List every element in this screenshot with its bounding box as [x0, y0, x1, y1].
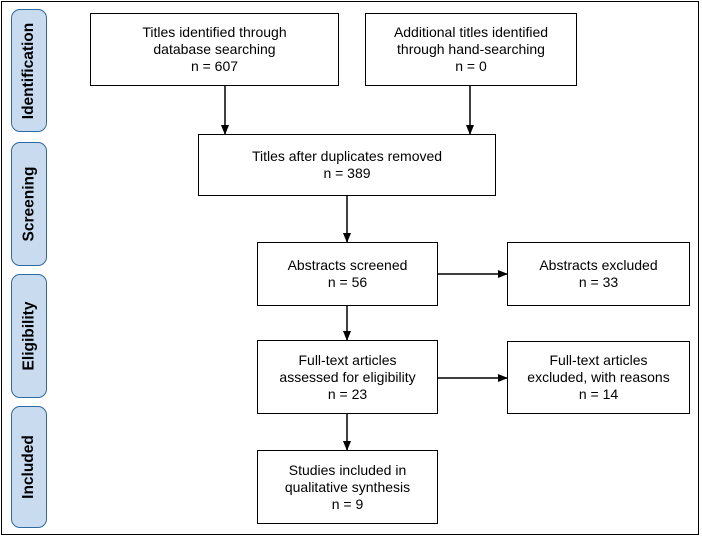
box-database-searching: Titles identified through database searc…: [90, 13, 339, 86]
box-abstracts-screened-line-1: Abstracts screened: [287, 257, 408, 273]
box-abstracts-excluded-count: n = 33: [578, 274, 619, 290]
box-hand-count: n = 0: [455, 58, 487, 74]
box-fulltext-excluded-line-1: Full-text articles: [549, 352, 648, 368]
box-hand-line-1: Additional titles identified: [393, 24, 549, 40]
box-duplicates-removed: Titles after duplicates removed n = 389: [198, 134, 496, 196]
box-database-line-2: database searching: [153, 41, 276, 57]
stage-identification: Identification: [11, 9, 47, 132]
box-fulltext-excluded-count: n = 14: [578, 386, 619, 402]
box-fulltext-assessed: Full-text articles assessed for eligibil…: [257, 340, 438, 414]
box-included-line-2: qualitative synthesis: [284, 478, 411, 495]
box-hand-line-2: through hand-searching: [397, 41, 545, 57]
box-fulltext-line-2: assessed for eligibility: [279, 368, 416, 385]
stage-screening: Screening: [11, 142, 47, 266]
box-database-count: n = 607: [190, 58, 239, 74]
box-fulltext-excluded: Full-text articles excluded, with reason…: [507, 341, 690, 414]
box-fulltext-count: n = 23: [327, 385, 368, 402]
box-abstracts-screened: Abstracts screened n = 56: [257, 242, 438, 306]
box-fulltext-line-1: Full-text articles: [298, 351, 397, 368]
box-fulltext-excluded-line-2: excluded, with reasons: [527, 369, 670, 385]
stage-included: Included: [11, 406, 47, 528]
box-duplicates-count: n = 389: [323, 165, 371, 181]
box-included-line-1: Studies included in: [288, 461, 407, 478]
box-abstracts-excluded: Abstracts excluded n = 33: [507, 242, 690, 306]
box-abstracts-excluded-line-1: Abstracts excluded: [539, 257, 658, 273]
stage-eligibility: Eligibility: [11, 274, 47, 398]
box-included-count: n = 9: [331, 495, 364, 512]
box-abstracts-screened-count: n = 56: [327, 274, 368, 290]
box-database-line-1: Titles identified through: [142, 24, 287, 40]
box-duplicates-line-1: Titles after duplicates removed: [251, 148, 443, 164]
box-hand-searching: Additional titles identified through han…: [365, 13, 577, 86]
box-studies-included: Studies included in qualitative synthesi…: [257, 450, 438, 524]
